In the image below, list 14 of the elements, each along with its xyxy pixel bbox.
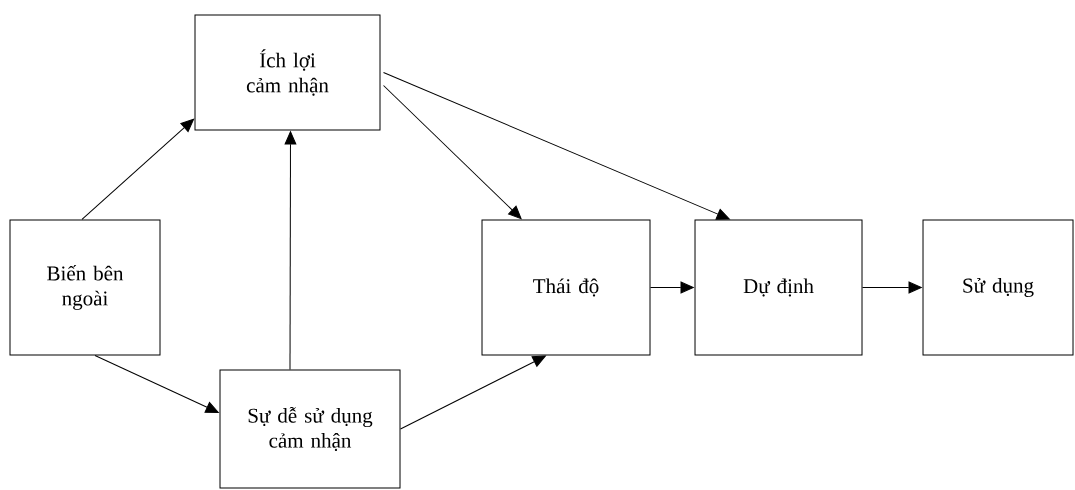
arrow — [400, 355, 546, 430]
arrow — [81, 118, 195, 220]
concept-box: Sử dụng — [922, 219, 1074, 356]
arrow — [862, 281, 922, 294]
concept-box: Biến bên ngoài — [9, 219, 161, 356]
arrow — [383, 85, 522, 220]
arrow — [284, 131, 297, 370]
concept-box: Thái độ — [481, 219, 651, 356]
concept-box: Sự dễ sử dụng cảm nhận — [219, 369, 401, 489]
concept-box: Ích lợi cảm nhận — [194, 14, 381, 131]
arrow — [94, 355, 219, 413]
arrow — [650, 281, 694, 294]
concept-box: Dự định — [694, 219, 863, 356]
arrow — [383, 72, 730, 220]
